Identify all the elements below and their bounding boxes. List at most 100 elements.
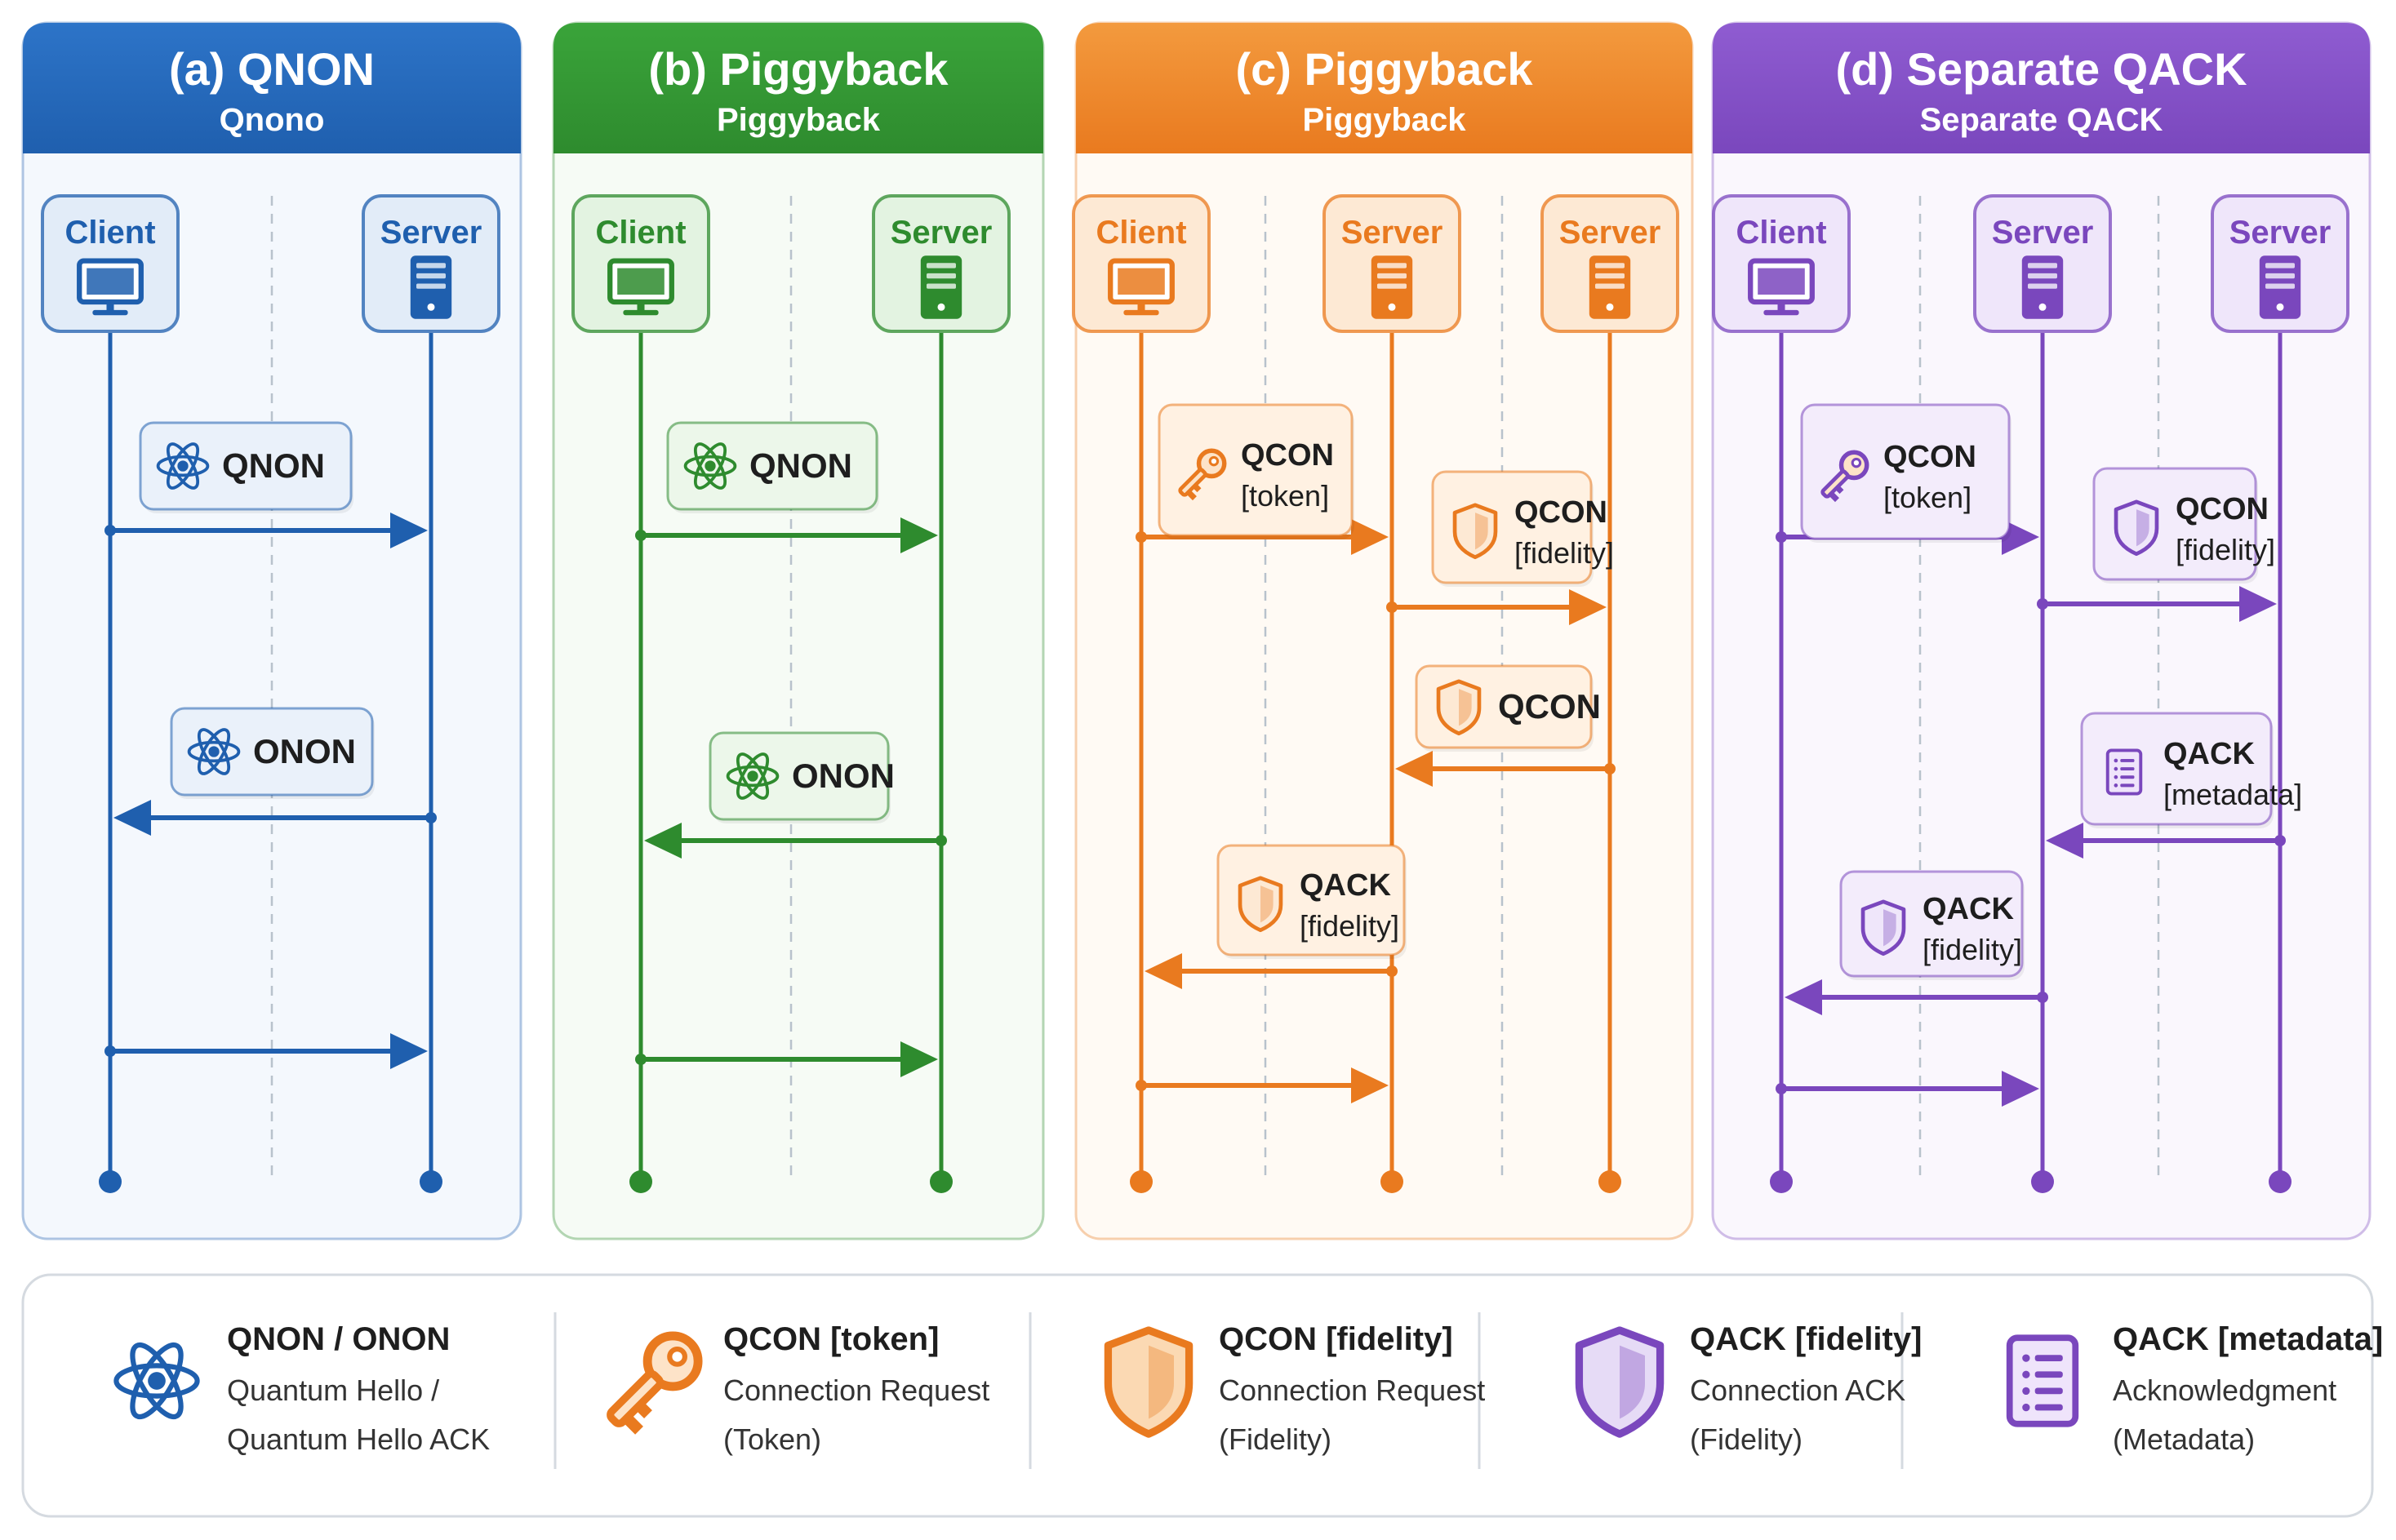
shield-icon [1238,876,1283,933]
arrowhead [1569,589,1607,625]
legend-desc: Quantum Hello ACK [227,1422,490,1456]
legend-box [21,1273,2374,1518]
lifeline-end-dot [1770,1170,1793,1193]
message-label-box: QCON [1415,664,1601,752]
message-origin-dot [425,812,437,823]
server-node: Server [872,194,1011,1193]
message-label: QACK [2163,737,2255,771]
legend-desc: Quantum Hello / [227,1374,439,1407]
arrowhead [644,823,682,859]
message-origin-dot [635,530,647,541]
server-node: Server [362,194,500,1193]
message-label: QNON [222,446,325,485]
message-label-box: QACK[fidelity] [1216,844,1407,959]
server-icon [1371,255,1413,319]
legend-desc: (Fidelity) [1219,1422,1331,1456]
arrowhead [2046,823,2083,859]
arrowhead [1395,751,1433,787]
panel-subtitle: Piggyback [1302,102,1466,138]
node-label: Server [1341,215,1443,251]
message-label-box: QCON[token] [1800,403,2011,543]
document-icon [2006,1334,2079,1427]
message-origin-dot [1604,763,1616,774]
message-label-box: QACK[metadata] [2080,712,2302,828]
legend-title: QACK [metadata] [2113,1321,2383,1357]
client-node: Client [571,194,710,1193]
message-label: ONON [792,757,895,795]
server-icon [920,255,962,319]
server-icon [2021,255,2064,319]
message-label: ONON [253,732,356,770]
shield-icon [1860,899,1906,956]
message-label-box: QCON [fidelity] [2092,467,2275,584]
atom-icon [187,728,241,775]
message-label-box: QCON[fidelity] [1431,470,1614,587]
shield-icon [1452,503,1498,560]
panel-subtitle: Qnono [220,102,325,138]
atom-icon [683,442,737,490]
legend-title: QCON [fidelity] [1219,1321,1453,1357]
server-icon [2259,255,2301,319]
atom-icon [726,752,780,800]
message-sublabel: [fidelity] [2176,533,2275,566]
node-label: Server [891,215,993,251]
shield-icon [2114,499,2159,557]
legend-item: QACK [metadata] Acknowledgment (Metadata) [2006,1321,2383,1456]
message-label: QACK [1300,868,1391,903]
node-label: Client [595,215,686,251]
server-icon [1589,255,1631,319]
message-origin-dot [2037,598,2048,610]
message-onon: ONON [113,707,437,836]
message-qcon: QCON [1395,664,1616,787]
legend-desc: (Metadata) [2113,1422,2255,1456]
lifeline-end-dot [1380,1170,1403,1193]
message-label: QCON [2176,492,2269,526]
legend-title: QNON / ONON [227,1321,450,1357]
lifeline-end-dot [420,1170,442,1193]
message-label: QACK [1923,892,2014,926]
message-qnon: QNON [104,421,428,548]
client-node: Client [41,194,180,1193]
message-origin-dot [936,835,947,846]
message-origin-dot [635,1054,647,1065]
message-return [1136,1067,1389,1103]
message-origin-dot [1386,965,1398,977]
shield-icon [1104,1326,1194,1438]
panel-subtitle: Piggyback [717,102,881,138]
arrowhead [900,1041,938,1077]
shield-icon [1436,679,1482,736]
message-qack: QACK[metadata] [2046,712,2302,859]
legend-item: QCON [fidelity]Connection Request(Fideli… [1104,1321,1485,1456]
lifeline-end-dot [2269,1170,2292,1193]
lifeline-end-dot [99,1170,122,1193]
arrowhead [2002,1071,2039,1107]
lifeline-end-dot [2031,1170,2054,1193]
message-label-box: QNON [666,421,879,513]
arrowhead [1351,1067,1389,1103]
message-origin-dot [2274,835,2286,846]
message-origin-dot [1136,531,1147,543]
node-label: Client [1736,215,1826,251]
arrowhead [1785,979,1822,1015]
message-origin-dot [2037,992,2048,1003]
legend-layer: QNON / ONON Quantum Hello / Quantum Hello … [21,1273,2383,1518]
node-label: Server [1559,215,1661,251]
document-icon [2105,748,2143,796]
server-node: Server [1973,194,2112,1193]
node-label: Client [64,215,155,251]
panel-subtitle: Separate QACK [1920,102,2163,138]
legend-desc: Acknowledgment [2113,1374,2336,1407]
key-icon [607,1331,703,1435]
key-icon [1820,450,1869,503]
message-onon: ONON [644,731,947,859]
client-node: Client [1072,194,1211,1193]
message-origin-dot [1776,531,1787,543]
arrowhead [390,1033,428,1069]
legend-title: QACK [fidelity] [1690,1321,1922,1357]
arrowhead [2002,519,2039,555]
